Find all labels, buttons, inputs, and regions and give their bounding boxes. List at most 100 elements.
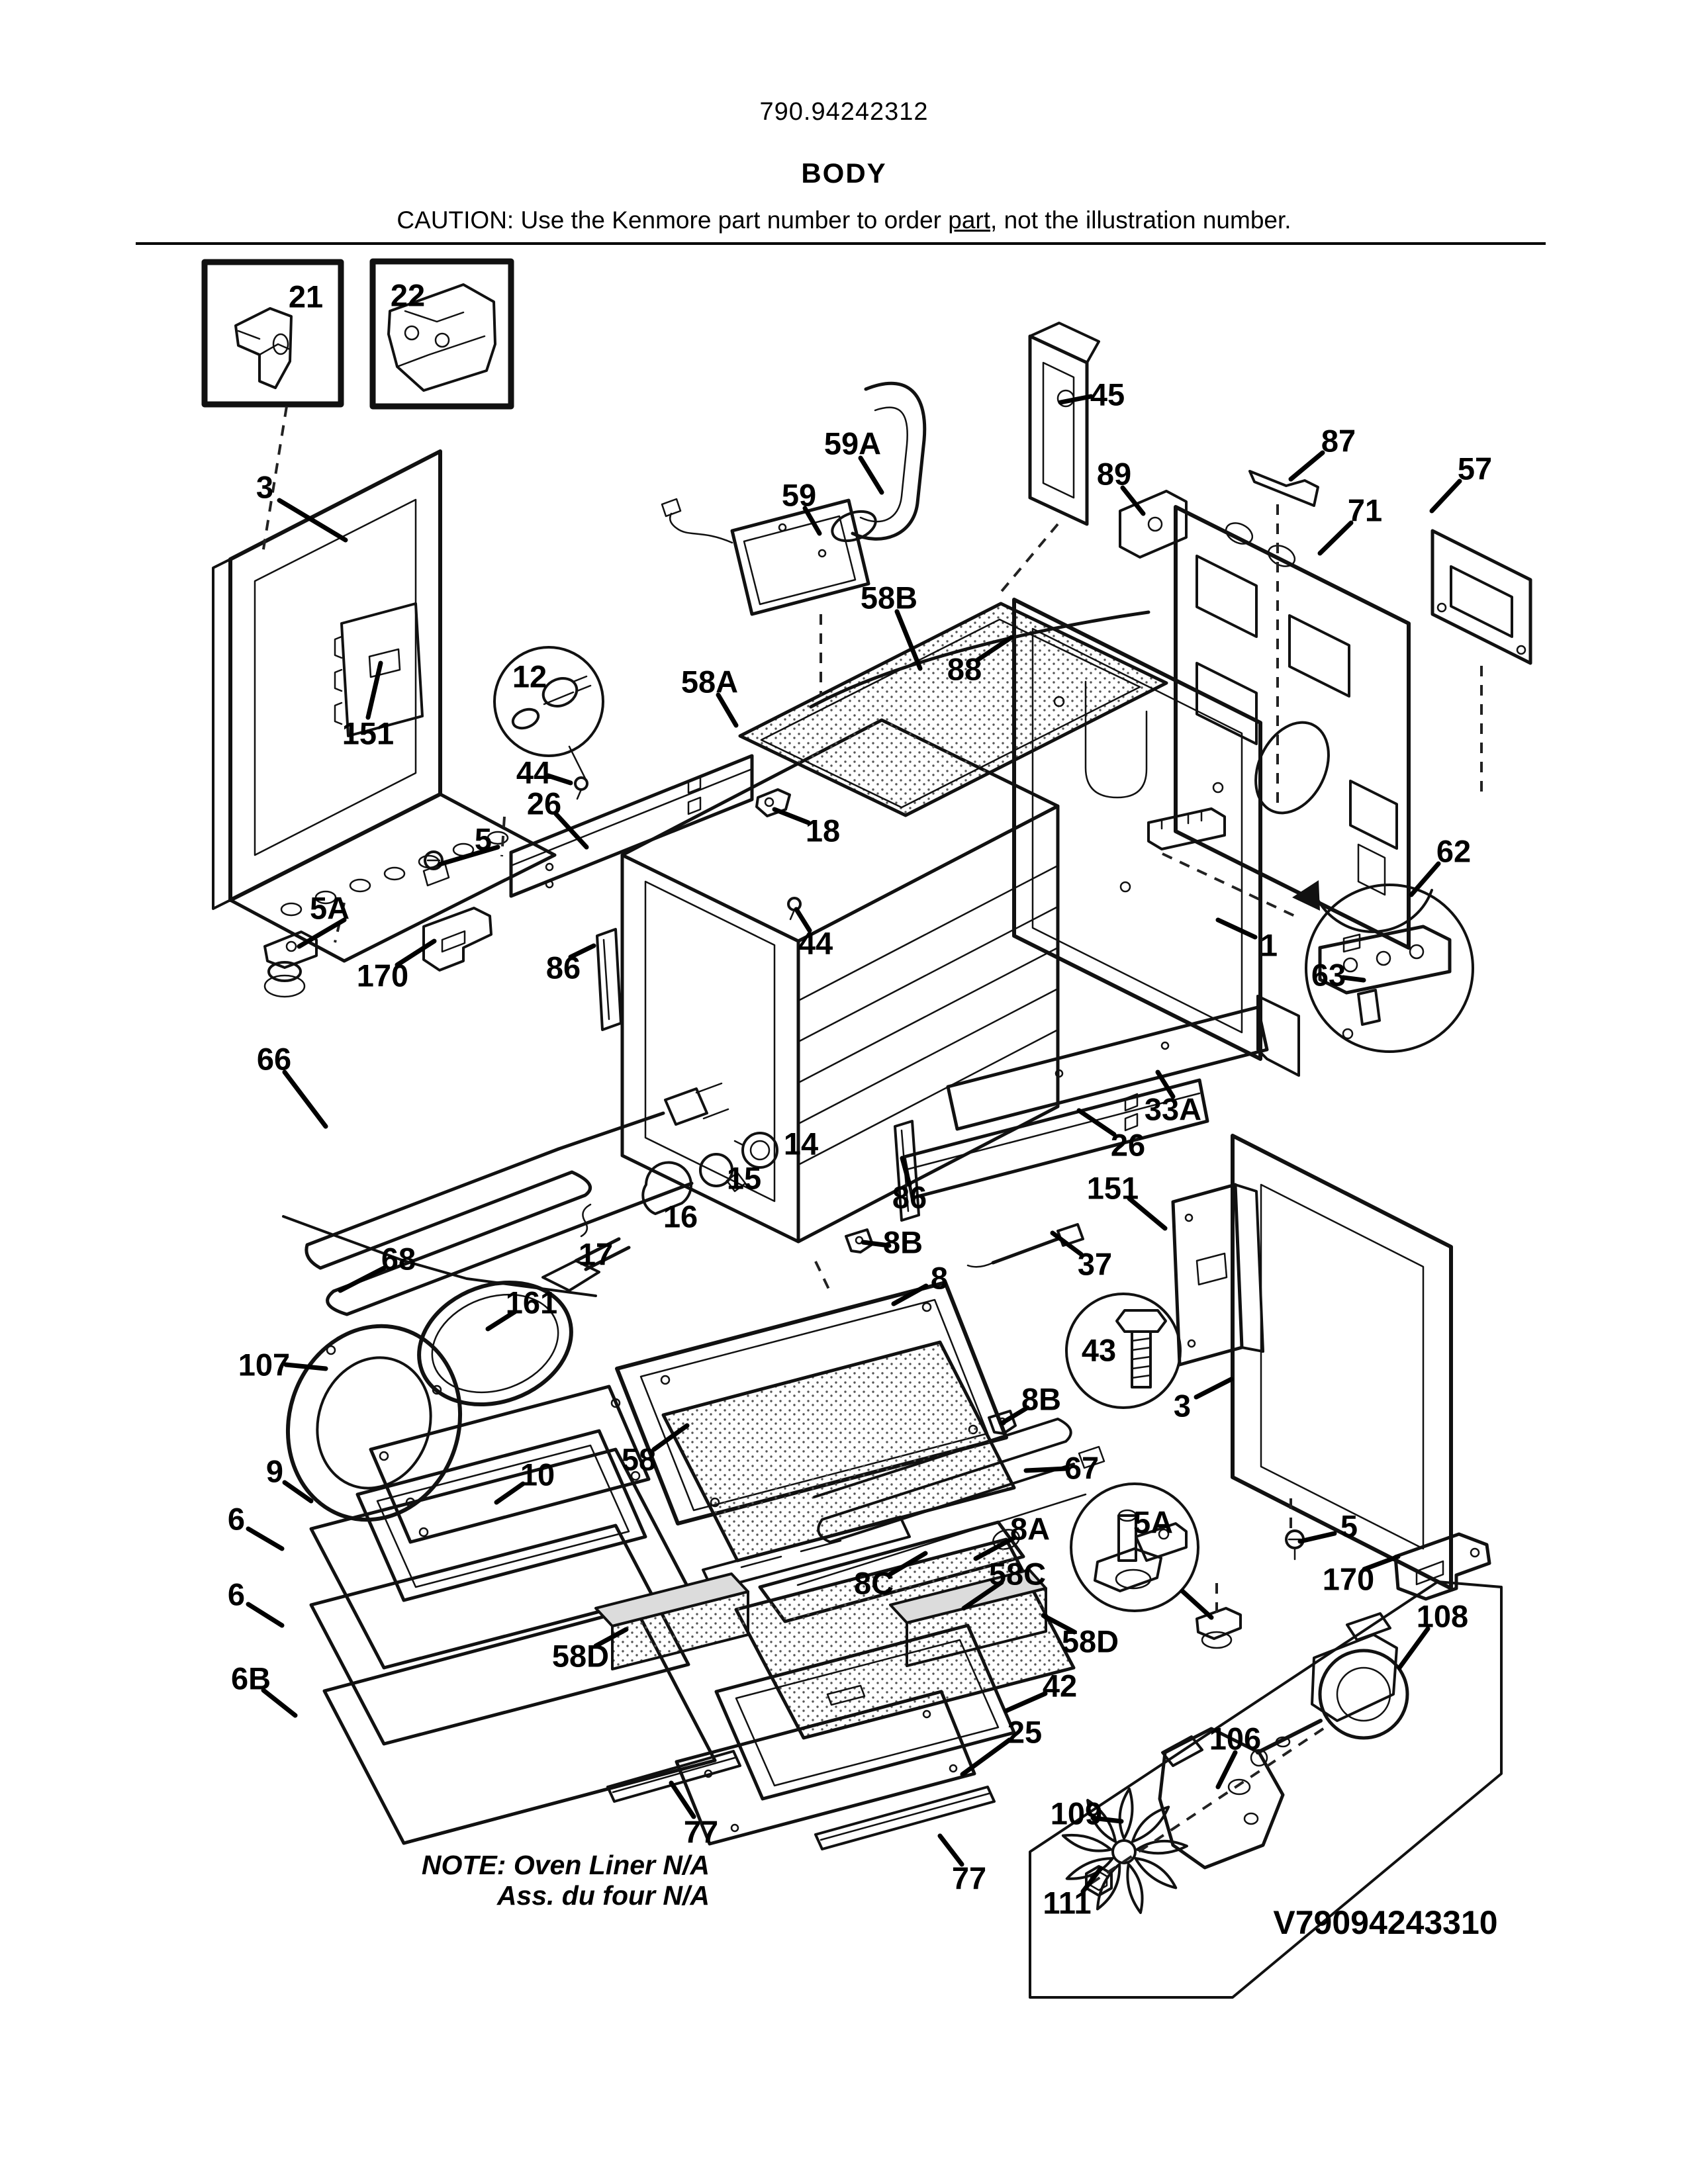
part-label-67: 67 — [1064, 1451, 1099, 1486]
terminal-block-62-illustration — [1147, 807, 1226, 850]
assembly-dashed-line — [814, 1261, 833, 1295]
part-label-43: 43 — [1082, 1333, 1116, 1368]
bracket-170-right-illustration — [1393, 1532, 1491, 1601]
leader-line — [894, 609, 923, 671]
screw-5-right-illustration — [1285, 1529, 1305, 1561]
rail-77-left-illustration — [606, 1750, 741, 1803]
left-side-rail-26-illustration — [509, 754, 754, 898]
plate-number: V79094243310 — [1273, 1904, 1497, 1941]
detail-circle-43 — [1065, 1293, 1182, 1409]
part-label-71: 71 — [1348, 493, 1382, 528]
assembly-dashed-lines — [261, 406, 1483, 1885]
oven-vent-59-illustration — [661, 498, 870, 616]
part-label-17: 17 — [579, 1237, 613, 1272]
lamp-socket-14-illustration — [733, 1132, 778, 1169]
part-label-107: 107 — [238, 1347, 290, 1383]
part-label-86: 86 — [892, 1180, 927, 1215]
leader-line — [1429, 478, 1462, 514]
leader-line — [1397, 1626, 1430, 1670]
leader-line — [437, 844, 500, 867]
leader-line — [1317, 520, 1354, 556]
leveling-foot-5A-left-illustration — [263, 931, 318, 998]
part-label-58: 58 — [622, 1442, 656, 1477]
leader-line — [1050, 1230, 1084, 1257]
convection-motor-108-illustration — [1250, 1612, 1409, 1767]
rotate-arrow-62 — [1292, 880, 1433, 933]
part-label-6: 6 — [228, 1502, 245, 1537]
leader-line — [772, 807, 811, 825]
assembly-dashed-line — [995, 523, 1059, 599]
part-label-57: 57 — [1458, 451, 1492, 486]
part-label-15: 15 — [727, 1161, 761, 1196]
leader-line — [861, 1240, 892, 1248]
bottom-panel-25-illustration — [675, 1690, 976, 1846]
leader-line — [568, 943, 596, 960]
model-number: 790.94242312 — [759, 98, 929, 126]
oven-rack-6-lower-illustration — [309, 1524, 690, 1746]
inset-box-21 — [201, 259, 344, 408]
control-module-151-illustration — [334, 602, 424, 737]
leader-line — [975, 635, 1014, 662]
outer-back-panel-71-illustration — [1174, 505, 1411, 950]
assembly-dashed-line — [1162, 852, 1297, 918]
part-label-111: 111 — [1043, 1886, 1091, 1921]
detail-circle-12 — [493, 646, 604, 780]
fan-nut-111-illustration — [1085, 1865, 1113, 1897]
vent-duct-59A-illustration — [831, 381, 927, 543]
part-label-21: 21 — [289, 279, 323, 314]
part-label-109: 109 — [1051, 1796, 1102, 1831]
leader-line — [651, 1423, 690, 1452]
fan-blade-109-illustration — [1061, 1788, 1188, 1915]
part-label-1: 1 — [1260, 928, 1278, 963]
leader-line — [494, 1481, 526, 1505]
bracket-89-illustration — [1119, 490, 1188, 559]
part-label-58D: 58D — [1062, 1624, 1119, 1659]
broiler-pan-9-illustration — [355, 1429, 647, 1602]
part-label-22: 22 — [391, 278, 425, 313]
broiler-insert-10-illustration — [369, 1385, 651, 1544]
part-label-58D: 58D — [552, 1639, 609, 1674]
leader-line — [960, 1737, 1012, 1777]
wire-88-illustration — [809, 610, 1150, 709]
part-label-5A: 5A — [1133, 1505, 1173, 1540]
leader-line — [338, 1265, 387, 1293]
detail-circle-62 — [1305, 884, 1474, 1053]
leader-line — [246, 1602, 285, 1628]
fan-cover-107-illustration — [285, 1324, 463, 1522]
assembly-dashed-line — [1090, 1726, 1327, 1885]
leader-line — [1362, 1554, 1401, 1572]
clip-87-illustration — [1248, 470, 1319, 507]
part-label-26: 26 — [527, 786, 561, 821]
leader-line — [900, 1156, 912, 1187]
part-label-59: 59 — [782, 478, 816, 513]
rear-rail-33A-illustration — [946, 995, 1300, 1131]
detail-circle-5A — [1070, 1482, 1199, 1612]
part-label-5A: 5A — [310, 891, 350, 926]
section-title: BODY — [801, 158, 887, 189]
inset-box-22 — [369, 258, 514, 410]
lamp-lens-16-illustration — [641, 1161, 692, 1215]
access-cover-57-illustration — [1430, 529, 1532, 665]
vent-bracket-45-illustration — [1028, 322, 1100, 526]
part-label-44: 44 — [798, 926, 833, 961]
part-label-33A: 33A — [1145, 1092, 1201, 1127]
leader-line — [961, 1580, 1004, 1611]
oven-liner-note-line2: Ass. du four N/A — [496, 1880, 710, 1911]
part-label-63: 63 — [1311, 958, 1346, 993]
offset-rack-6B-illustration — [322, 1606, 717, 1845]
bracket-151-right-illustration — [1171, 1183, 1264, 1367]
part-label-5: 5 — [1340, 1509, 1358, 1544]
leader-line — [277, 498, 348, 543]
rear-liner-1-illustration — [1012, 598, 1262, 1061]
leader-line — [282, 1069, 328, 1129]
part-label-6B: 6B — [231, 1661, 271, 1696]
callout-leader-lines — [246, 394, 1462, 1894]
latch-part-21-illustration — [234, 307, 293, 389]
leader-line — [1194, 1377, 1234, 1400]
leader-line — [1080, 1866, 1103, 1894]
screw-44-left-illustration — [574, 776, 588, 800]
part-label-8: 8 — [931, 1261, 948, 1296]
broil-element-66-illustration — [305, 1082, 729, 1316]
clamp-18-illustration — [755, 788, 791, 817]
